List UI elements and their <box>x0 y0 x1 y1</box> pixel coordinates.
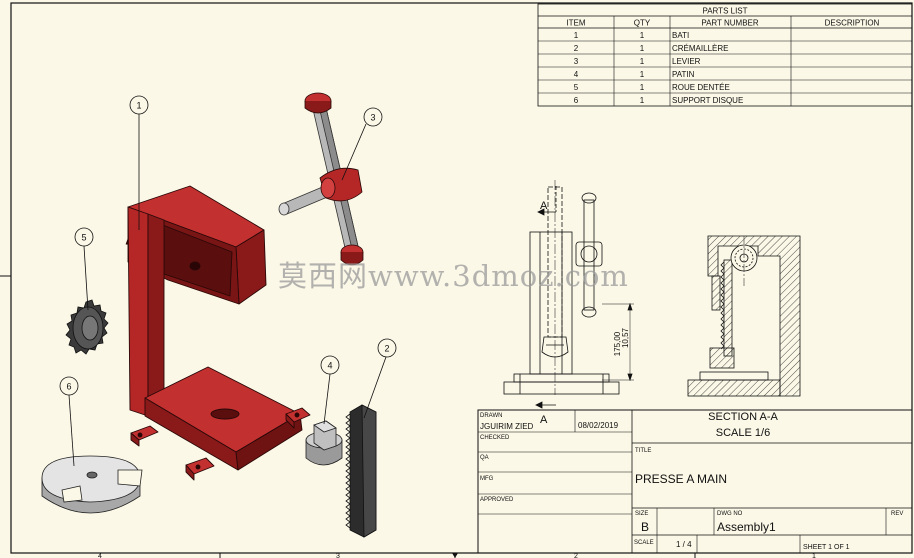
cell-qty: 1 <box>640 44 645 53</box>
size-value: B <box>641 520 649 534</box>
balloon-leaders <box>68 114 387 467</box>
title-label: TITLE <box>635 448 651 454</box>
dimension-10-57: 10,57 <box>621 327 630 348</box>
part-rack <box>345 404 377 538</box>
cell-qty: 1 <box>640 83 645 92</box>
view-title: SECTION A-A <box>708 411 778 423</box>
cell-part: BATI <box>672 31 689 40</box>
watermark: 莫西网www.3dmoz.com <box>278 259 629 293</box>
balloon-4: 4 <box>320 355 340 375</box>
scale-label: SCALE <box>634 540 654 546</box>
zone-label-2: 2 <box>574 553 578 558</box>
sheet-border <box>10 2 913 554</box>
cell-part: ROUE DENTÉE <box>672 83 730 92</box>
balloon-1: 1 <box>129 95 149 115</box>
mfg-label: MFG <box>480 476 494 482</box>
balloon-5: 5 <box>74 227 94 247</box>
qa-label: QA <box>480 455 489 461</box>
svg-text:2: 2 <box>384 344 389 354</box>
part-gear <box>65 299 109 355</box>
rev-label: REV <box>891 511 903 517</box>
svg-text:1: 1 <box>136 101 141 111</box>
cell-item: 5 <box>574 83 579 92</box>
size-label: SIZE <box>635 511 648 517</box>
header-qty: QTY <box>634 19 651 28</box>
balloon-6: 6 <box>59 376 79 396</box>
parts-list-table: PARTS LIST ITEM QTY PART NUMBER DESCRIPT… <box>537 3 913 107</box>
svg-text:3: 3 <box>370 113 375 123</box>
cell-part: CRÉMAILLÈRE <box>672 44 728 53</box>
balloon-2: 2 <box>377 338 397 358</box>
cell-qty: 1 <box>640 31 645 40</box>
cell-part: PATIN <box>672 70 695 79</box>
cell-qty: 1 <box>640 70 645 79</box>
cell-item: 3 <box>574 57 579 66</box>
scale-value: 1 / 4 <box>676 540 692 549</box>
parts-list-title: PARTS LIST <box>702 7 747 16</box>
dwg-no-value: Assembly1 <box>717 520 776 534</box>
part-frame <box>125 185 311 481</box>
view-scale: SCALE 1/6 <box>716 427 770 439</box>
zone-label-4: 4 <box>98 553 102 558</box>
header-part-number: PART NUMBER <box>701 19 759 28</box>
section-label-top: A <box>540 200 548 212</box>
zone-label-3: 3 <box>336 553 340 558</box>
cell-item: 1 <box>574 31 579 40</box>
checked-label: CHECKED <box>480 435 510 441</box>
sheet-info: SHEET 1 OF 1 <box>803 544 850 551</box>
front-view <box>503 180 634 409</box>
header-description: DESCRIPTION <box>825 19 880 28</box>
drawing-title: PRESSE A MAIN <box>635 472 727 486</box>
svg-text:6: 6 <box>66 382 71 392</box>
header-item: ITEM <box>566 19 585 28</box>
part-disc-support <box>41 455 143 514</box>
drawn-label: DRAWN <box>480 413 502 419</box>
svg-text:4: 4 <box>327 361 332 371</box>
drawn-by: JGUIRIM ZIED <box>480 422 534 431</box>
zone-arrow <box>452 553 458 558</box>
cell-part: LEVIER <box>672 57 701 66</box>
cell-part: SUPPORT DISQUE <box>672 96 743 105</box>
drawn-date: 08/02/2019 <box>578 421 619 430</box>
section-view <box>687 235 801 397</box>
cell-item: 4 <box>574 70 579 79</box>
zone-label-1: 1 <box>812 553 816 558</box>
dwg-no-label: DWG NO <box>717 511 743 517</box>
cell-item: 2 <box>574 44 579 53</box>
cell-qty: 1 <box>640 96 645 105</box>
approved-label: APPROVED <box>480 497 514 503</box>
cell-item: 6 <box>574 96 579 105</box>
cell-qty: 1 <box>640 57 645 66</box>
part-lever <box>278 92 364 266</box>
part-pad <box>305 420 343 466</box>
dimension-175: 175,00 <box>613 331 622 356</box>
title-block <box>477 409 913 554</box>
svg-text:5: 5 <box>81 233 86 243</box>
section-label-bottom: A <box>540 414 548 426</box>
balloon-3: 3 <box>363 107 383 127</box>
